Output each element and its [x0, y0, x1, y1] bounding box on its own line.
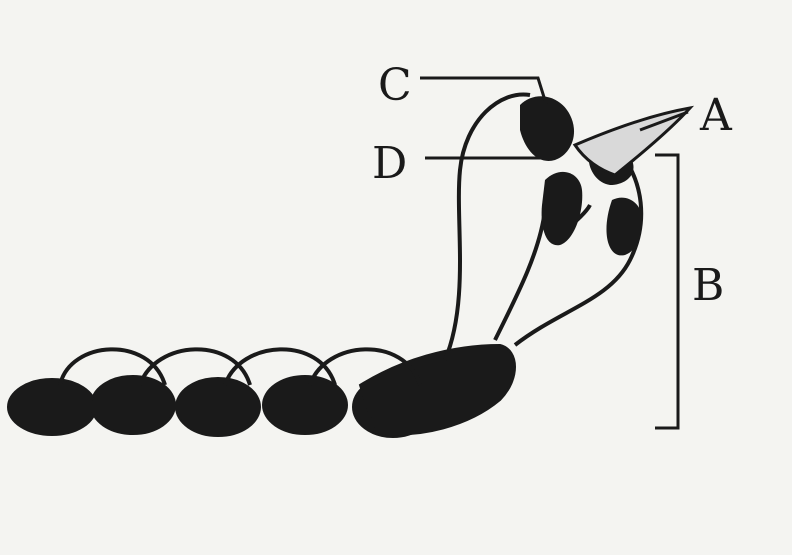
segment-base [360, 345, 515, 434]
structure-blobs [520, 96, 642, 255]
segment-3 [176, 378, 260, 436]
label-a: A [699, 90, 733, 141]
blob-d [542, 172, 583, 245]
segment-2 [91, 376, 175, 434]
label-c: C [378, 60, 412, 111]
label-d: D [372, 138, 407, 189]
segment-chain [8, 345, 515, 437]
bracket-b [655, 155, 678, 428]
label-b: B [692, 260, 724, 311]
segment-1 [8, 379, 96, 435]
